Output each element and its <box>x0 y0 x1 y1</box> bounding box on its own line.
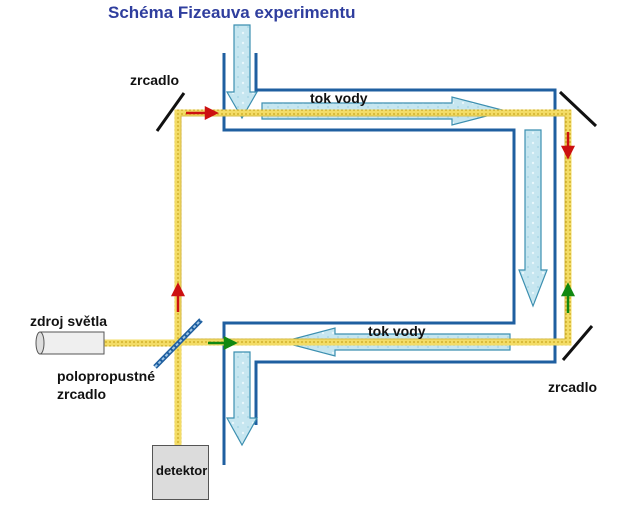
label-source: zdroj světla <box>30 313 108 329</box>
water-arrow-right-down <box>518 129 548 308</box>
water-arrow-inlet-down <box>225 24 259 120</box>
green-arrow-right-icon <box>208 335 238 351</box>
label-splitter-line2: zrcadlo <box>57 386 107 402</box>
mirror-top-left-icon <box>155 92 186 132</box>
pipe-bottom-outer <box>254 330 557 425</box>
red-arrow-up-icon <box>170 282 186 312</box>
green-arrow-up-icon <box>560 282 576 313</box>
pipe-top-outer <box>254 53 557 330</box>
pipe-bottom-inner <box>222 305 516 465</box>
label-flow-bottom: tok vody <box>368 323 426 339</box>
label-splitter-line1: polopropustné <box>57 368 155 384</box>
label-detector: detektor <box>156 463 208 478</box>
half-silvered-mirror-icon <box>153 318 203 369</box>
red-arrow-down-icon <box>560 132 576 160</box>
red-arrow-right-icon <box>186 105 219 121</box>
light-source-icon <box>35 331 105 355</box>
mirror-bottom-right-icon <box>561 325 594 361</box>
label-flow-top: tok vody <box>310 90 368 106</box>
water-flow-arrows <box>225 24 548 447</box>
light-beams <box>104 109 572 446</box>
water-pipes <box>222 53 557 465</box>
detector-icon: detektor <box>152 445 209 500</box>
label-mirror-top-left: zrcadlo <box>130 72 180 88</box>
pipe-top-inner <box>222 53 516 305</box>
mirror-top-right-icon <box>558 90 598 128</box>
diagram-title: Schéma Fizeauva experimentu <box>108 3 356 22</box>
water-arrow-outlet-down <box>225 351 259 447</box>
label-mirror-bottom-right: zrcadlo <box>548 379 598 395</box>
direction-arrows <box>170 105 576 351</box>
beam-loop-clockwise <box>174 109 572 346</box>
